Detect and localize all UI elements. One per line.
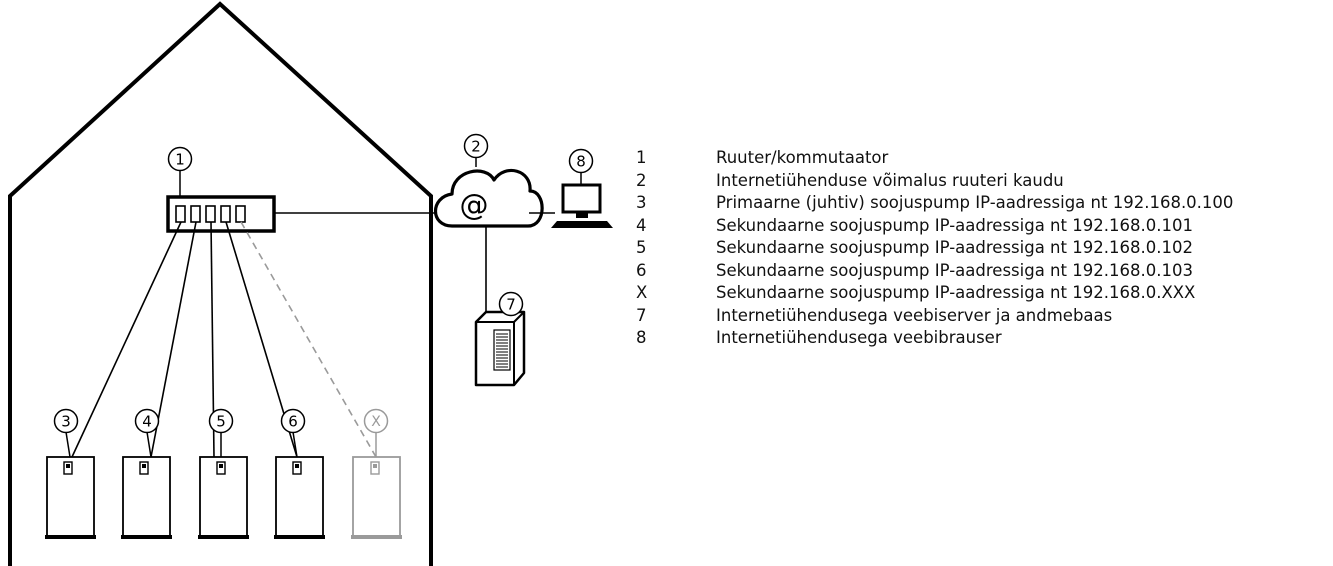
at-symbol: @ [460,188,489,222]
svg-text:2: 2 [471,138,481,156]
heat-pump-3 [45,456,96,539]
legend-text: Sekundaarne soojuspump IP-aadressiga nt … [716,260,1193,280]
legend-key: X [636,283,648,302]
svg-text:4: 4 [142,413,152,431]
marker-pump-6: 6 [280,408,306,434]
marker-pump-5: 5 [208,408,234,434]
svg-text:3: 3 [61,413,71,431]
router-switch [166,195,276,233]
svg-text:5: 5 [216,413,226,431]
router-port [205,205,216,223]
legend-item: 6 Sekundaarne soojuspump IP-aadressiga nt… [636,260,1233,283]
marker-server: 7 [498,291,524,317]
legend-key: 7 [636,305,647,325]
cable-pump-x [240,221,377,458]
legend-text: Sekundaarne soojuspump IP-aadressiga nt … [716,283,1196,302]
marker-browser: 8 [568,148,594,174]
legend-key: 5 [636,238,647,257]
marker-router: 1 [167,146,193,172]
legend-key: 3 [636,193,647,212]
marker-internet: 2 [463,133,489,159]
router-port [220,205,231,223]
cable-pump-3 [71,221,182,458]
computer-icon [551,183,613,228]
legend-text: Internetiühenduse võimalus ruuteri kaudu [716,170,1064,190]
legend-item: 8 Internetiühendusega veebibrauser [636,327,1233,350]
marker-pump-3: 3 [53,408,79,434]
legend-item: 7 Internetiühendusega veebiserver ja andm… [636,305,1233,328]
legend-key: 4 [636,215,647,235]
heat-pump-6 [274,456,325,539]
legend-item: 5 Sekundaarne soojuspump IP-aadressiga nt… [636,237,1233,260]
legend-text: Internetiühendusega veebibrauser [716,328,1002,347]
marker-pump-x: X [363,408,389,434]
legend-text: Ruuter/kommutaator [716,148,889,167]
legend-item: 4 Sekundaarne soojuspump IP-aadressiga nt… [636,215,1233,238]
server-icon [474,310,526,387]
svg-text:7: 7 [506,296,516,314]
legend-item: 3 Primaarne (juhtiv) soojuspump IP-aadres… [636,192,1233,215]
marker-pump-4: 4 [134,408,160,434]
router-port [235,205,246,223]
legend-item: 2 Internetiühenduse võimalus ruuteri kaud… [636,170,1233,193]
legend-text: Primaarne (juhtiv) soojuspump IP-aadress… [716,193,1234,212]
legend-key: 2 [636,170,647,190]
legend-item: 1 Ruuter/kommutaator [636,147,1233,170]
heat-pump-4 [121,456,172,539]
svg-text:1: 1 [175,151,185,169]
legend-text: Internetiühendusega veebiserver ja andme… [716,305,1113,325]
internet-cloud: @ [434,169,544,228]
legend-key: 1 [636,148,647,167]
heat-pump-5 [198,456,249,539]
svg-text:8: 8 [576,153,586,171]
legend-text: Sekundaarne soojuspump IP-aadressiga nt … [716,238,1193,257]
house-outline [8,1,433,566]
legend-text: Sekundaarne soojuspump IP-aadressiga nt … [716,215,1193,235]
legend-item: X Sekundaarne soojuspump IP-aadressiga nt… [636,282,1233,305]
legend-key: 8 [636,328,647,347]
svg-text:X: X [371,414,381,430]
legend-key: 6 [636,260,647,280]
heat-pump-x [351,456,402,539]
legend: 1 Ruuter/kommutaator 2 Internetiühenduse v… [636,147,1233,350]
svg-text:6: 6 [288,413,298,431]
